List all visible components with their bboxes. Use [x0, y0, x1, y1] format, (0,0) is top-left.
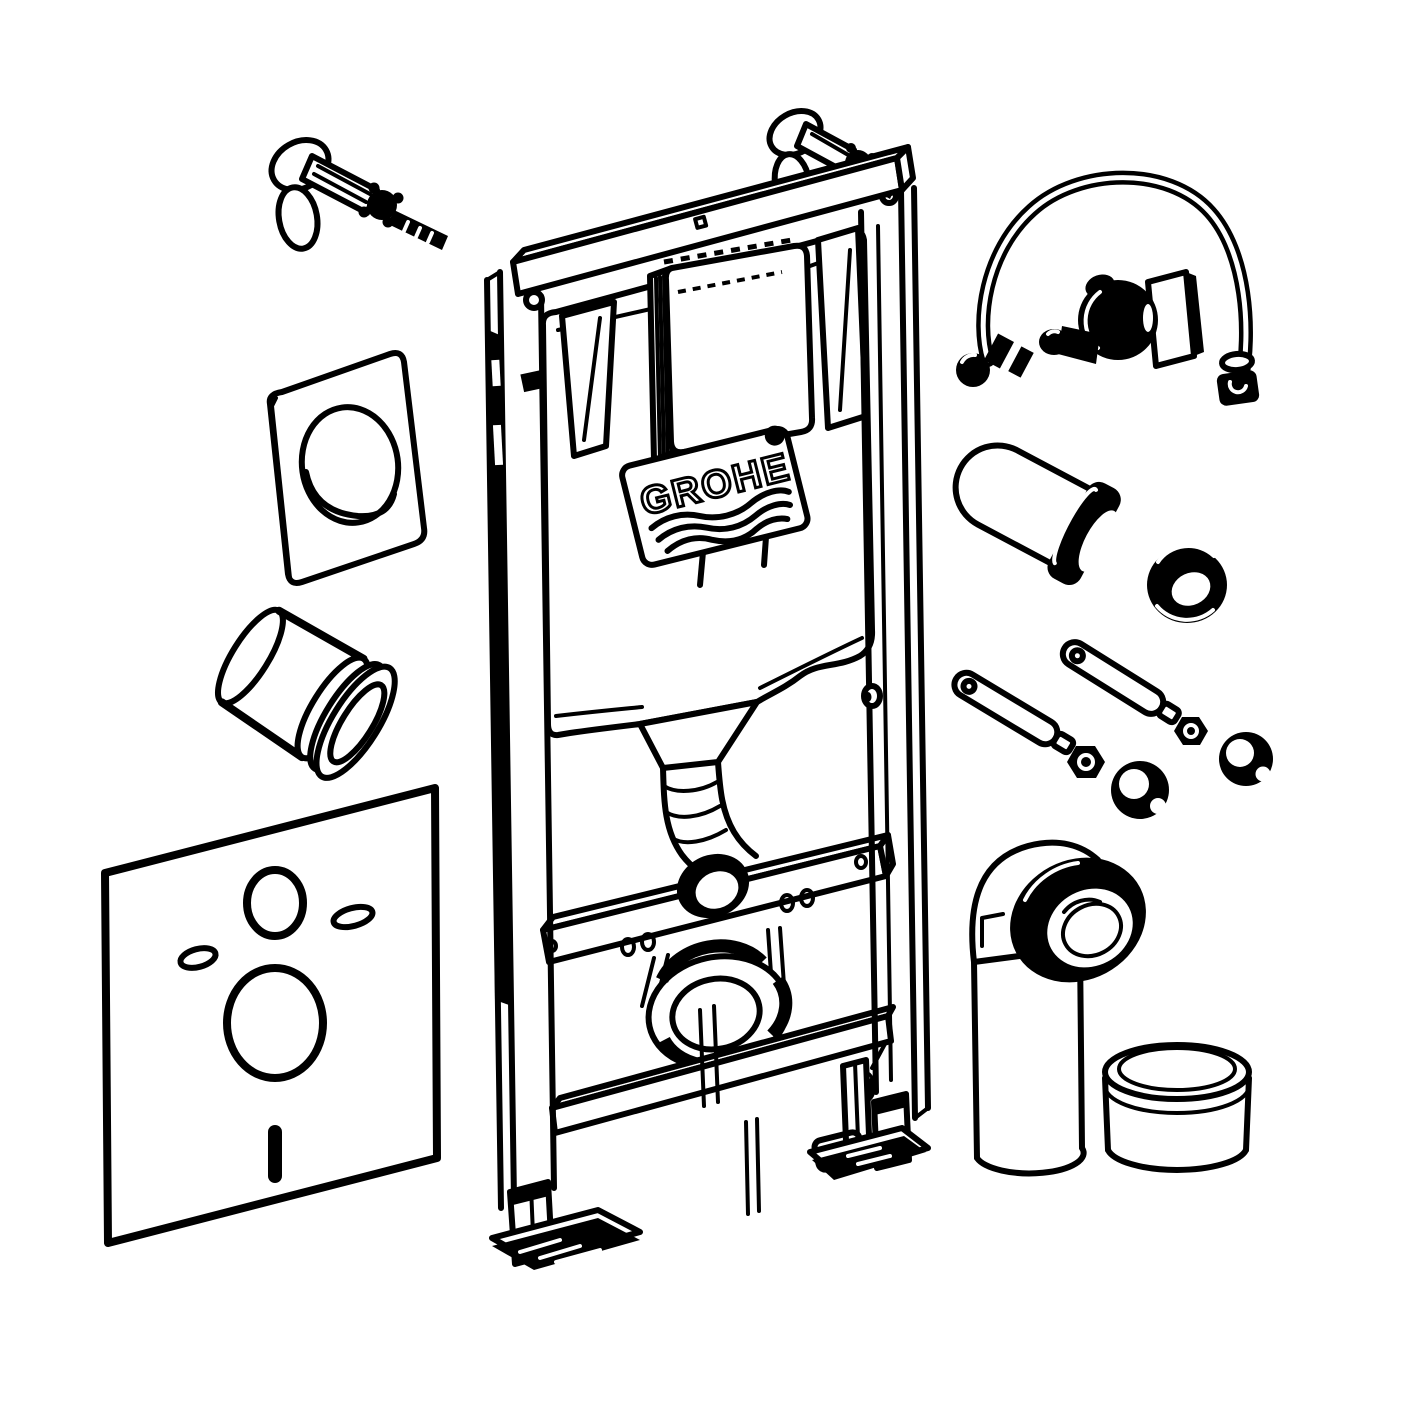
- flush-pipe: [952, 442, 1121, 586]
- flush-bend: [637, 699, 760, 919]
- brand-plate: GROHE: [619, 425, 811, 588]
- cover-cap-front: [1111, 761, 1169, 819]
- hex-nut-front: [1067, 746, 1105, 778]
- frame-foot-right: [807, 1040, 931, 1180]
- threaded-rod-back: [1059, 639, 1182, 726]
- threaded-rod-front: [951, 669, 1077, 756]
- sound-insulation-panel: [101, 784, 441, 1247]
- right-rail: [858, 185, 931, 1121]
- hex-nut-back: [1174, 717, 1208, 745]
- seal-ring: [1147, 544, 1227, 623]
- cover-cap-back: [1219, 732, 1273, 786]
- frame-top-rail: [510, 144, 916, 297]
- concealed-cistern: [539, 225, 876, 739]
- outlet-elbow: [969, 839, 1146, 1177]
- logo-wave: [648, 487, 792, 532]
- water-supply-hose: [956, 170, 1260, 406]
- flush-actuation-plate: [266, 350, 428, 586]
- installation-frame: [484, 185, 931, 1270]
- wall-anchor-bolt-left: [268, 137, 448, 252]
- flush-button: [298, 404, 402, 526]
- brand-plate-dot: [764, 425, 785, 446]
- frame-foot-left: [489, 1179, 643, 1270]
- flush-pipe-connector: [215, 606, 398, 781]
- inspection-shaft: [647, 237, 816, 463]
- outlet-collar: [1102, 1042, 1252, 1173]
- left-rail: [484, 269, 557, 1211]
- angle-valve: [1039, 269, 1204, 369]
